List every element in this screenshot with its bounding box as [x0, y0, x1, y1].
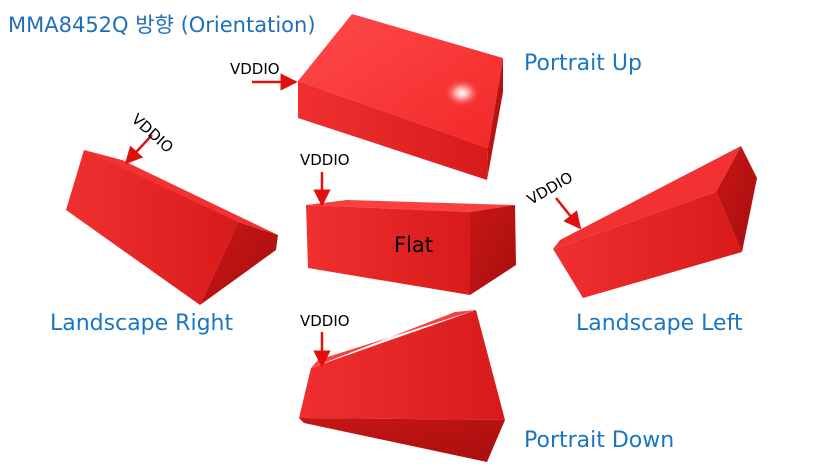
box-portrait-up [298, 14, 503, 180]
label-landscape-right: Landscape Right [50, 311, 234, 336]
label-portrait-down: Portrait Down [524, 428, 675, 453]
box-landscape-left [553, 146, 757, 298]
box-flat [306, 200, 516, 295]
label-landscape-left: Landscape Left [576, 311, 743, 336]
pin-label-portrait-down: VDDIO [300, 312, 350, 330]
arrow-landscape-right [124, 134, 153, 165]
arrow-landscape-left [555, 197, 582, 230]
page-title: MMA8452Q 방향 (Orientation) [8, 13, 316, 37]
pin-label-portrait-up: VDDIO [230, 60, 280, 78]
label-flat: Flat [394, 233, 434, 257]
pin-label-flat: VDDIO [300, 151, 350, 169]
box-landscape-right [66, 150, 278, 305]
label-portrait-up: Portrait Up [524, 51, 642, 76]
box-portrait-down [299, 310, 505, 462]
